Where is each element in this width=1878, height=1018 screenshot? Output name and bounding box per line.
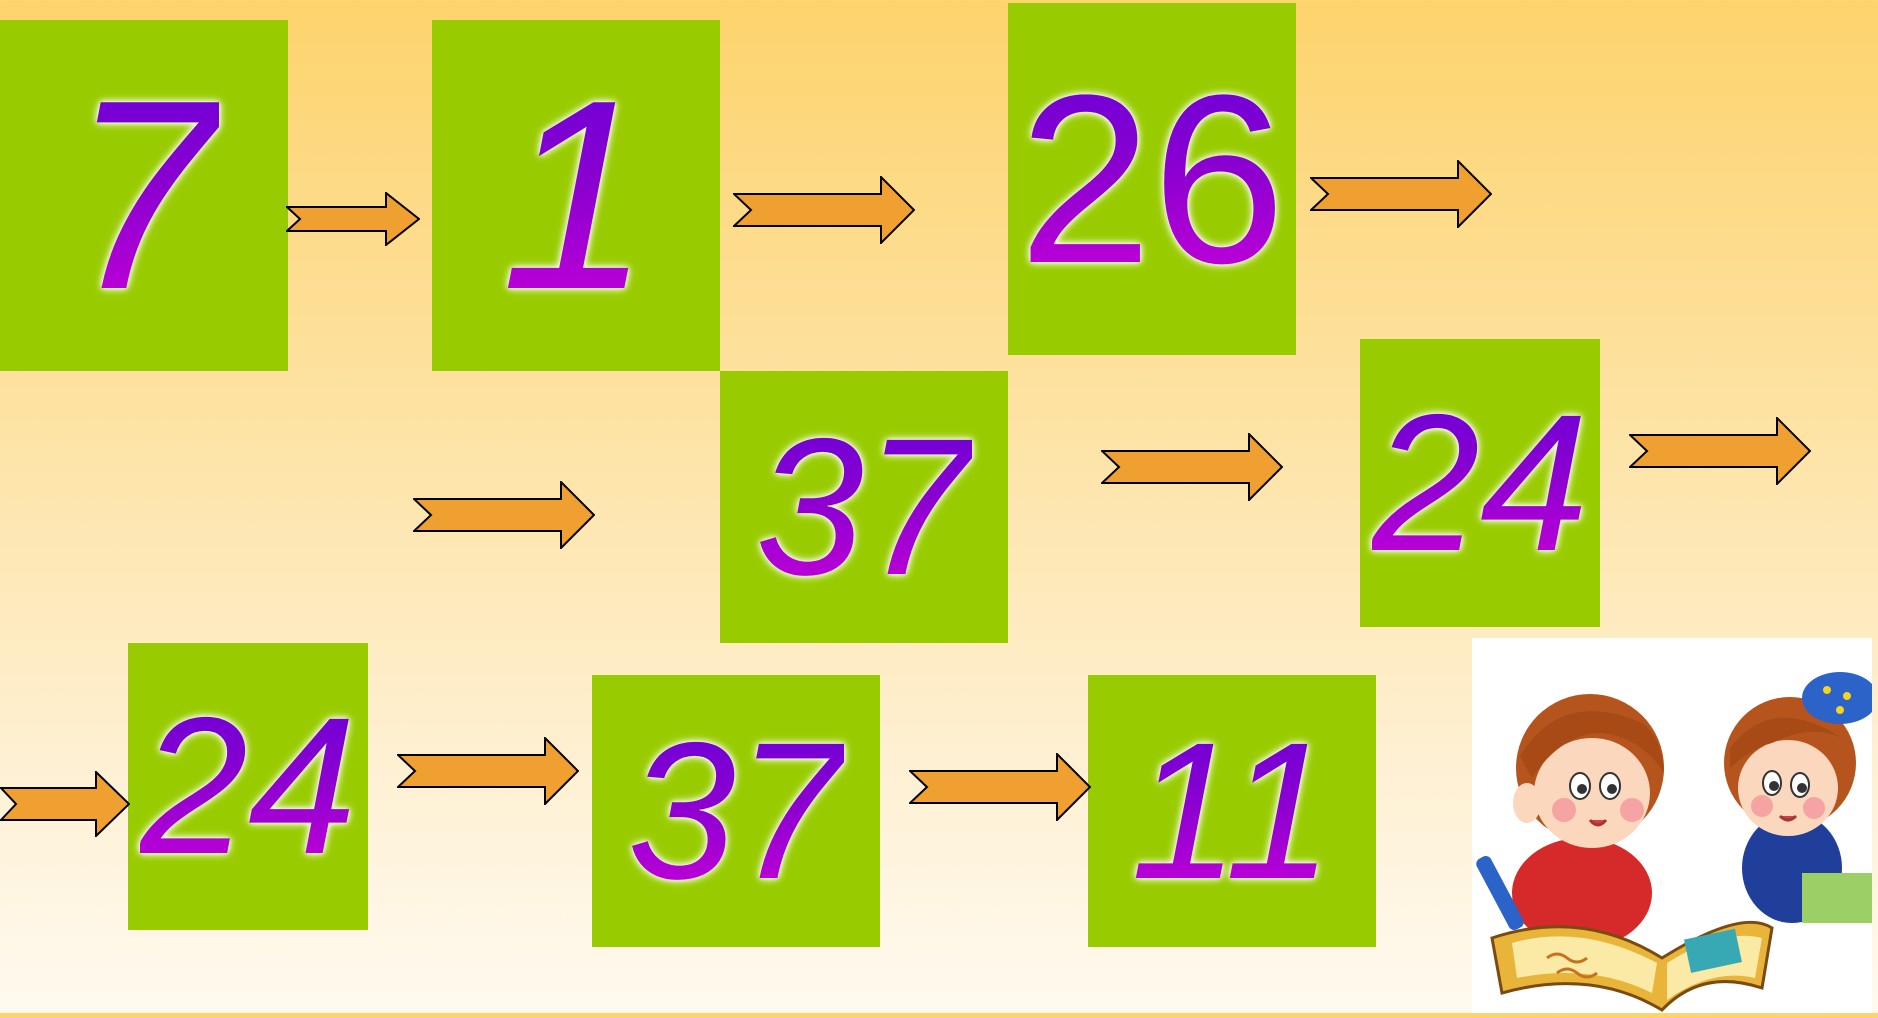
arrow-icon — [1310, 160, 1492, 228]
number-card-value: 37 — [756, 410, 973, 605]
number-card-value: 11 — [1131, 714, 1333, 909]
arrow-icon — [1101, 433, 1283, 501]
number-card-24-row3: 24 — [128, 643, 368, 930]
number-card-26: 26 — [1008, 3, 1296, 355]
number-card-37-row2: 37 — [720, 371, 1008, 643]
arrow-icon — [286, 192, 420, 246]
arrow-icon — [0, 771, 130, 837]
number-card-value: 26 — [1019, 59, 1286, 299]
number-card-7: 7 — [0, 20, 288, 371]
number-card-11: 11 — [1088, 675, 1376, 947]
arrow-icon — [413, 481, 595, 549]
arrow-icon — [733, 176, 915, 244]
number-card-37-row3: 37 — [592, 675, 880, 947]
arrow-icon — [397, 737, 579, 805]
number-card-value: 7 — [69, 61, 219, 331]
children-reading-icon — [1472, 638, 1872, 1013]
children-reading-illustration — [1472, 638, 1872, 1013]
number-card-value: 24 — [1372, 386, 1589, 581]
number-card-value: 24 — [140, 689, 357, 884]
arrow-icon — [909, 753, 1091, 821]
number-card-value: 37 — [628, 714, 845, 909]
arrow-icon — [1629, 417, 1811, 485]
number-card-24-row2: 24 — [1360, 339, 1600, 627]
number-card-value: 1 — [501, 61, 651, 331]
number-card-1: 1 — [432, 20, 720, 371]
